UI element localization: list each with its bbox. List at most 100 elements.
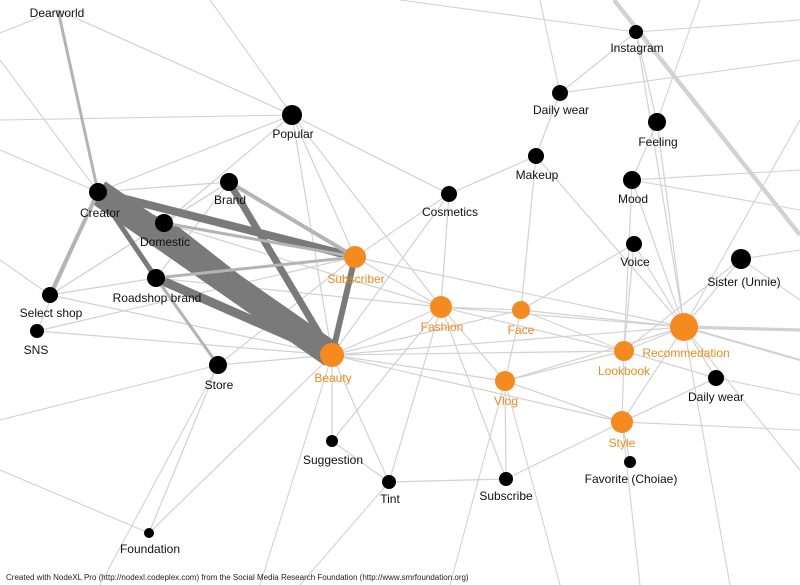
edge-cosmetics-beauty bbox=[331, 193, 450, 356]
node-mood bbox=[623, 171, 641, 189]
strong-edge-creator-domestic bbox=[96, 189, 166, 226]
strong-edge-roadshop-beauty bbox=[154, 273, 334, 360]
strong-edge-roadshop-subscriber bbox=[155, 255, 356, 280]
edge-stray-5 bbox=[539, 0, 561, 94]
edge-suggestion-fashion bbox=[331, 306, 442, 442]
edge-stray-16 bbox=[621, 421, 800, 431]
edge-instagram-recommendation bbox=[635, 31, 685, 328]
edge-dearworld-popular bbox=[57, 9, 293, 116]
edge-cosmetics-fashion bbox=[440, 193, 450, 308]
strong-edge-domestic-subscriber bbox=[163, 221, 356, 259]
node-recommendation bbox=[670, 313, 698, 341]
edge-sns-beauty bbox=[36, 330, 333, 356]
strong-edge-dearworld-creator bbox=[56, 9, 100, 193]
edge-stray-13 bbox=[683, 325, 800, 362]
node-label-dailywear_top: Daily wear bbox=[533, 103, 589, 117]
edge-stray-4 bbox=[399, 0, 637, 33]
node-label-selectshop: Select shop bbox=[20, 306, 83, 320]
node-sister bbox=[731, 249, 751, 269]
node-vlog bbox=[495, 371, 515, 391]
edge-makeup-face bbox=[520, 155, 537, 311]
edge-beauty-face bbox=[331, 309, 522, 356]
edge-beauty-fashion bbox=[331, 306, 442, 356]
node-style bbox=[611, 411, 633, 433]
edge-vlog-style bbox=[504, 380, 623, 423]
edge-creator-brand bbox=[97, 181, 230, 193]
edge-popular-domestic bbox=[163, 114, 293, 224]
edge-domestic-fashion bbox=[163, 222, 442, 308]
edge-dailywear_top-instagram bbox=[559, 31, 637, 94]
edge-stray-19 bbox=[621, 421, 641, 585]
edge-vlog-recommendation bbox=[504, 326, 685, 382]
edge-sister-recommendation bbox=[683, 258, 742, 328]
node-popular bbox=[282, 105, 302, 125]
edge-lookbook-dailywear_right bbox=[623, 350, 717, 379]
edge-popular-fashion bbox=[291, 114, 442, 308]
edge-face-vlog bbox=[504, 309, 522, 382]
node-subscriber bbox=[344, 246, 366, 268]
edge-foundation-beauty bbox=[148, 354, 333, 534]
edge-stray-12 bbox=[683, 325, 800, 332]
edge-feeling-recommendation bbox=[656, 121, 685, 328]
node-selectshop bbox=[42, 287, 58, 303]
strong-edge-creator-roadshop bbox=[95, 190, 159, 280]
node-label-mood: Mood bbox=[618, 192, 648, 206]
edge-fashion-vlog bbox=[440, 306, 506, 382]
node-label-instagram: Instagram bbox=[610, 41, 663, 55]
edge-stray-26 bbox=[99, 364, 219, 585]
node-beauty bbox=[320, 343, 344, 367]
node-brand bbox=[220, 173, 238, 191]
node-domestic bbox=[155, 214, 173, 232]
edge-stray-29 bbox=[631, 179, 800, 211]
edge-stray-6 bbox=[656, 0, 701, 123]
node-label-cosmetics: Cosmetics bbox=[422, 205, 478, 219]
edge-stray-24 bbox=[0, 469, 150, 534]
edge-popular-subscriber bbox=[291, 114, 356, 258]
edge-beauty-vlog bbox=[331, 354, 506, 382]
strong-edge-creator-subscriber bbox=[97, 188, 356, 261]
strong-edge-creator-selectshop bbox=[48, 191, 100, 296]
node-label-dearworld: Dearworld bbox=[30, 6, 85, 20]
edge-stray-21 bbox=[449, 380, 506, 585]
edge-stray-10 bbox=[612, 0, 800, 237]
node-subscribe bbox=[499, 472, 513, 486]
edge-lookbook-style bbox=[621, 350, 625, 423]
node-label-tint: Tint bbox=[380, 492, 400, 506]
node-label-feeling: Feeling bbox=[638, 135, 677, 149]
edge-cosmetics-makeup bbox=[448, 155, 537, 195]
node-label-store: Store bbox=[205, 378, 234, 392]
node-tint bbox=[382, 475, 396, 489]
edge-stray-22 bbox=[299, 481, 390, 585]
node-label-vlog: Vlog bbox=[494, 394, 518, 408]
edge-vlog-subscribe bbox=[504, 380, 507, 480]
node-label-subscribe: Subscribe bbox=[479, 489, 533, 503]
node-store bbox=[209, 356, 227, 374]
node-label-brand: Brand bbox=[214, 193, 246, 207]
strong-edge-brand-beauty bbox=[225, 180, 336, 357]
node-lookbook bbox=[614, 341, 634, 361]
node-label-voice: Voice bbox=[620, 255, 650, 269]
node-face bbox=[512, 301, 530, 319]
edge-voice-recommendation bbox=[633, 243, 685, 328]
node-label-popular: Popular bbox=[272, 127, 313, 141]
node-dailywear_right bbox=[708, 370, 724, 386]
edge-tint-fashion bbox=[388, 306, 442, 483]
node-label-beauty: Beauty bbox=[314, 371, 351, 385]
node-suggestion bbox=[326, 435, 338, 447]
edge-feeling-mood bbox=[631, 121, 658, 181]
edge-voice-face bbox=[520, 243, 635, 311]
edge-tint-subscribe bbox=[388, 478, 507, 483]
edge-subscriber-fashion bbox=[354, 256, 442, 308]
edge-stray-2 bbox=[0, 149, 99, 193]
node-label-foundation: Foundation bbox=[120, 542, 180, 556]
node-fashion bbox=[430, 296, 452, 318]
node-instagram bbox=[629, 25, 643, 39]
node-label-sns: SNS bbox=[24, 343, 49, 357]
edge-style-subscribe bbox=[505, 421, 623, 480]
node-makeup bbox=[528, 148, 544, 164]
edge-brand-roadshop bbox=[155, 181, 230, 279]
edge-creator-popular bbox=[97, 114, 293, 193]
strong-edge-subscriber-beauty bbox=[329, 256, 358, 356]
strong-edge-domestic-beauty bbox=[160, 218, 336, 360]
node-label-dailywear_right: Daily wear bbox=[688, 390, 744, 404]
